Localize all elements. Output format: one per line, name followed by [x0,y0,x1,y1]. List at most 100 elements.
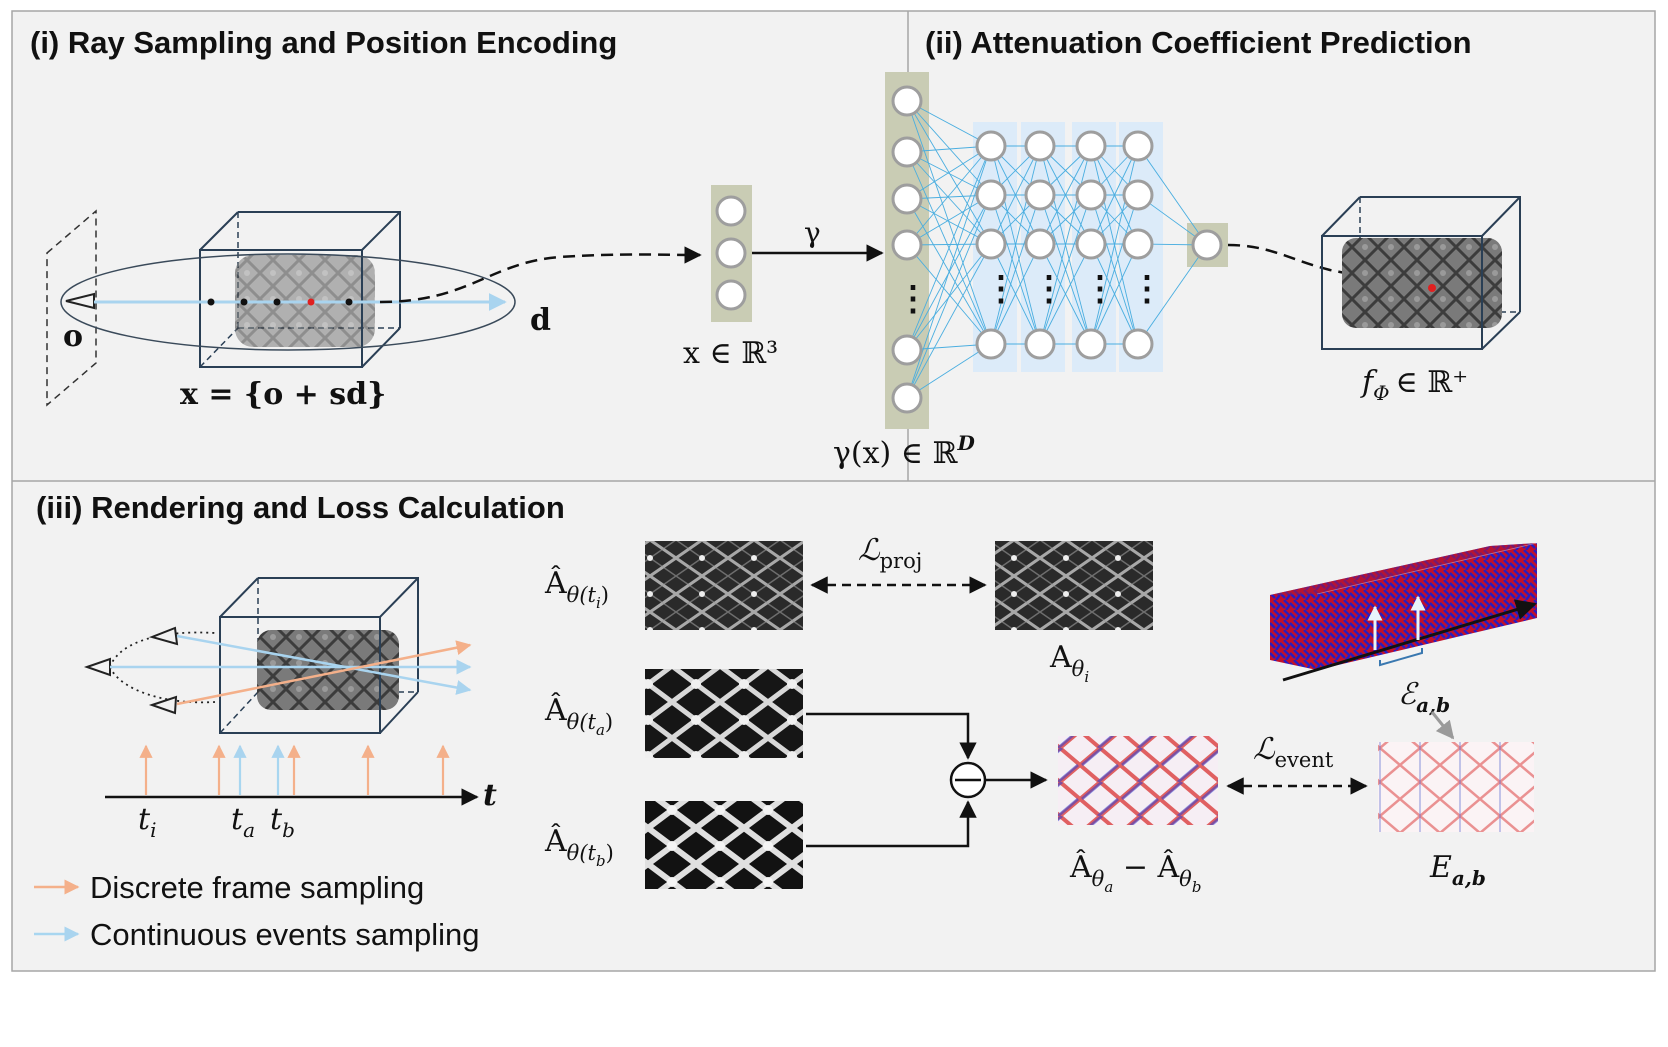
cube-edge [1321,196,1361,237]
gamma-label: γ [804,216,821,249]
mlp-connection [906,145,992,246]
sampling-ellipse [60,253,516,351]
neuron [891,183,923,215]
cube-edge [379,691,419,734]
neuron [1122,179,1154,211]
neuron [891,382,923,414]
mlp-connection [1137,145,1208,246]
difference-image [1058,736,1218,825]
tb-label: tb [270,802,295,842]
query-point [1428,284,1436,292]
gamma-x-label: γ(x) ∈ ℝD [833,431,975,471]
render-image-tb [645,801,803,889]
gt-image-ai [995,541,1153,630]
gt-ai-label: Aθi [1049,640,1089,686]
ellipsis-hidden-1: ⋮ [984,269,1018,309]
mlp-connection [1039,145,1092,245]
event-frame-label: Ea,b [1429,850,1486,890]
sample-point [240,298,248,306]
mlp-connection [990,145,1041,245]
loss-connections: ℒproj ℒevent [806,533,1368,848]
event-loss-label: ℒevent [1253,732,1334,772]
mlp-connection [906,100,992,147]
ta-label: ta [231,802,255,842]
panel-title-ray-sampling: (i) Ray Sampling and Position Encoding [30,25,617,60]
lattice-object [257,630,399,710]
cube-front-face [199,249,363,368]
input-layer: x ∈ ℝ³ [683,185,778,371]
neuron [1122,328,1154,360]
camera-trajectory [109,631,216,668]
sample-point [345,298,353,306]
output-volume: fΦ∈ ℝ⁺ [1227,196,1521,405]
render-image-ti [645,541,803,630]
ti-label: ti [138,802,156,842]
mlp-connection [1137,244,1208,345]
rendered-projections: Âθ(ti) Âθ(ta) Âθ(tb) Aθi Âθa − Âθb [544,541,1534,896]
lattice-volume [1342,238,1502,328]
mlp-connection [906,145,992,200]
render-image-ta [645,669,803,758]
mlp-connection [906,145,992,351]
event-volume-top [1270,543,1537,595]
event-volume-edge [1316,542,1538,595]
time-axis-label: t [483,778,497,813]
mlp-connection [1090,243,1139,345]
mlp-connection [1090,145,1139,345]
sample-point [207,298,215,306]
sample-equation: x = {o + sd} [180,377,386,412]
mlp-connection [1090,194,1139,345]
mlp-connection [906,343,992,399]
proj-loss-label: ℒproj [858,533,922,573]
cube-edge [199,211,239,251]
difference-label: Âθa − Âθb [1069,849,1201,896]
prediction-arrow [1227,243,1434,295]
neuron [1191,229,1223,261]
neuron [715,279,747,311]
event-window-bracket [1379,648,1423,667]
legend-continuous-label: Continuous events sampling [90,917,479,952]
neuron [975,328,1007,360]
cube-edge [361,211,401,251]
mlp-connection [906,243,992,399]
neuron [975,228,1007,260]
camera-icon [148,626,179,646]
ray-arrow-discrete [176,640,472,706]
mlp-connection [906,100,992,345]
mlp-connection [906,194,992,399]
neuron [975,179,1007,211]
rendering-diagram: t ti ta tb Discrete frame sampling Conti… [34,577,497,952]
f-phi-label: fΦ∈ ℝ⁺ [1360,365,1468,405]
cube-edge [379,577,419,618]
sample-point-selected [307,298,315,306]
mlp-connection [1039,145,1092,345]
origin-label: o [63,319,83,354]
neuron [1122,130,1154,162]
neuron [1024,130,1056,162]
x-in-r3-label: x ∈ ℝ³ [683,336,778,371]
cube-edge [361,327,401,368]
neuron [891,136,923,168]
cube-front-face [1321,235,1483,350]
mlp-network: ⋮ ⋮ ⋮ ⋮ ⋮ γ(x) ∈ ℝD [833,72,1228,471]
event-frame-image [1378,742,1534,832]
cube-edge [1481,311,1521,350]
neuron [1075,328,1107,360]
detector-plane [46,209,97,407]
sample-point [273,298,281,306]
neuron [1075,228,1107,260]
legend-discrete-label: Discrete frame sampling [90,870,424,905]
neuron [1024,179,1056,211]
neuron [715,237,747,269]
mlp-connection [990,194,1041,345]
ta-to-subtract-arrow [806,712,977,760]
sampling-ticks [139,744,450,795]
ellipsis-hidden-4: ⋮ [1130,269,1164,309]
neuron [1075,130,1107,162]
tb-to-subtract-arrow [806,800,977,848]
mlp-connection [990,145,1041,345]
direction-label: d [530,303,551,338]
mlp-connection [906,194,992,246]
cube-front-face [219,616,381,734]
